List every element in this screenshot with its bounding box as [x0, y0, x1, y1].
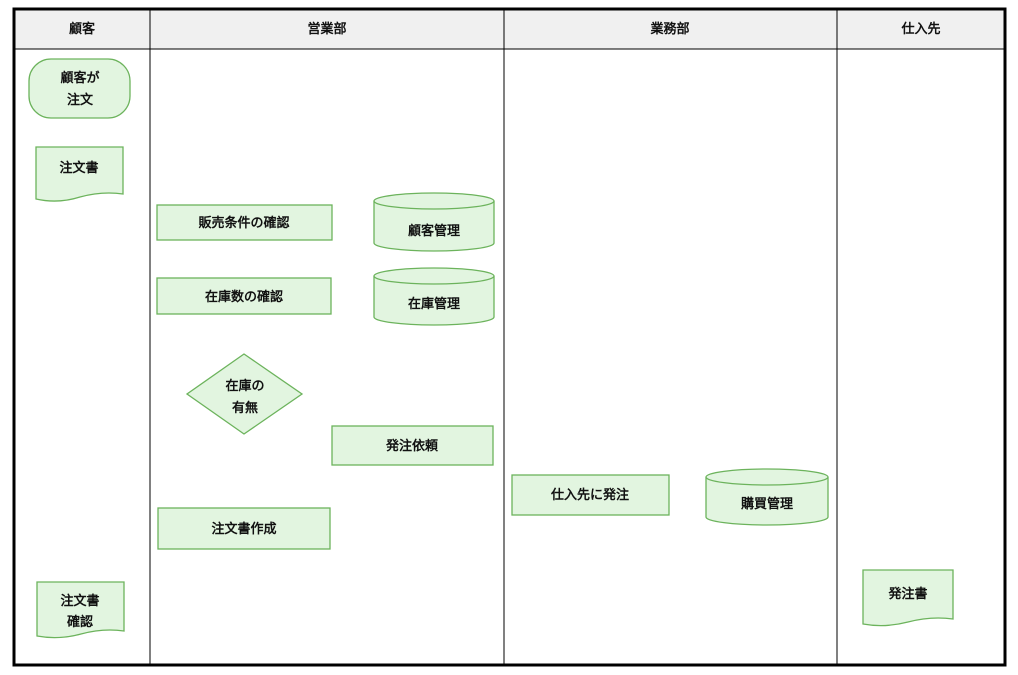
node-check-stock-count: 在庫数の確認 [156, 277, 332, 315]
node-inventory-management-label: 在庫管理 [408, 296, 460, 312]
node-order-request: 発注依頼 [331, 425, 494, 466]
node-check-stock-count-label: 在庫数の確認 [205, 289, 283, 305]
node-stock-availability-line2: 有無 [232, 400, 258, 416]
node-order-form-label: 注文書 [59, 160, 98, 176]
node-purchase-management-label: 購買管理 [740, 496, 793, 512]
lane-header-customer: 顧客 [69, 21, 96, 37]
node-customer-order-line1: 顧客が [60, 70, 99, 86]
node-purchase-management: 購買管理 [705, 468, 829, 526]
node-create-order-form: 注文書作成 [157, 507, 331, 550]
node-create-order-form-label: 注文書作成 [211, 521, 276, 537]
node-order-form-confirm-line1: 注文書 [60, 593, 99, 609]
node-purchase-order: 発注書 [862, 569, 954, 627]
lane-header-operations: 業務部 [649, 21, 689, 37]
node-customer-order-line2: 注文 [67, 92, 94, 108]
lane-header-band [14, 9, 1005, 49]
node-order-to-supplier-label: 仕入先に発注 [550, 487, 629, 503]
node-purchase-order-label: 発注書 [887, 586, 927, 602]
lane-header-supplier: 仕入先 [900, 21, 940, 37]
node-order-to-supplier: 仕入先に発注 [511, 474, 670, 516]
node-inventory-management: 在庫管理 [373, 267, 495, 326]
node-stock-availability: 在庫の 有無 [185, 353, 304, 435]
node-customer-management: 顧客管理 [373, 192, 495, 252]
node-check-sales-terms-label: 販売条件の確認 [198, 215, 289, 231]
node-order-form-confirm: 注文書 確認 [36, 581, 125, 639]
node-order-form: 注文書 [35, 146, 124, 202]
lane-header-sales: 営業部 [307, 21, 346, 37]
node-customer-management-label: 顧客管理 [408, 223, 460, 239]
node-check-sales-terms: 販売条件の確認 [156, 204, 333, 241]
diagram-frame [12, 7, 1007, 667]
node-order-request-label: 発注依頼 [385, 438, 439, 454]
node-customer-order: 顧客が 注文 [28, 58, 131, 119]
node-order-form-confirm-line2: 確認 [67, 614, 93, 630]
node-stock-availability-line1: 在庫の [225, 378, 264, 394]
